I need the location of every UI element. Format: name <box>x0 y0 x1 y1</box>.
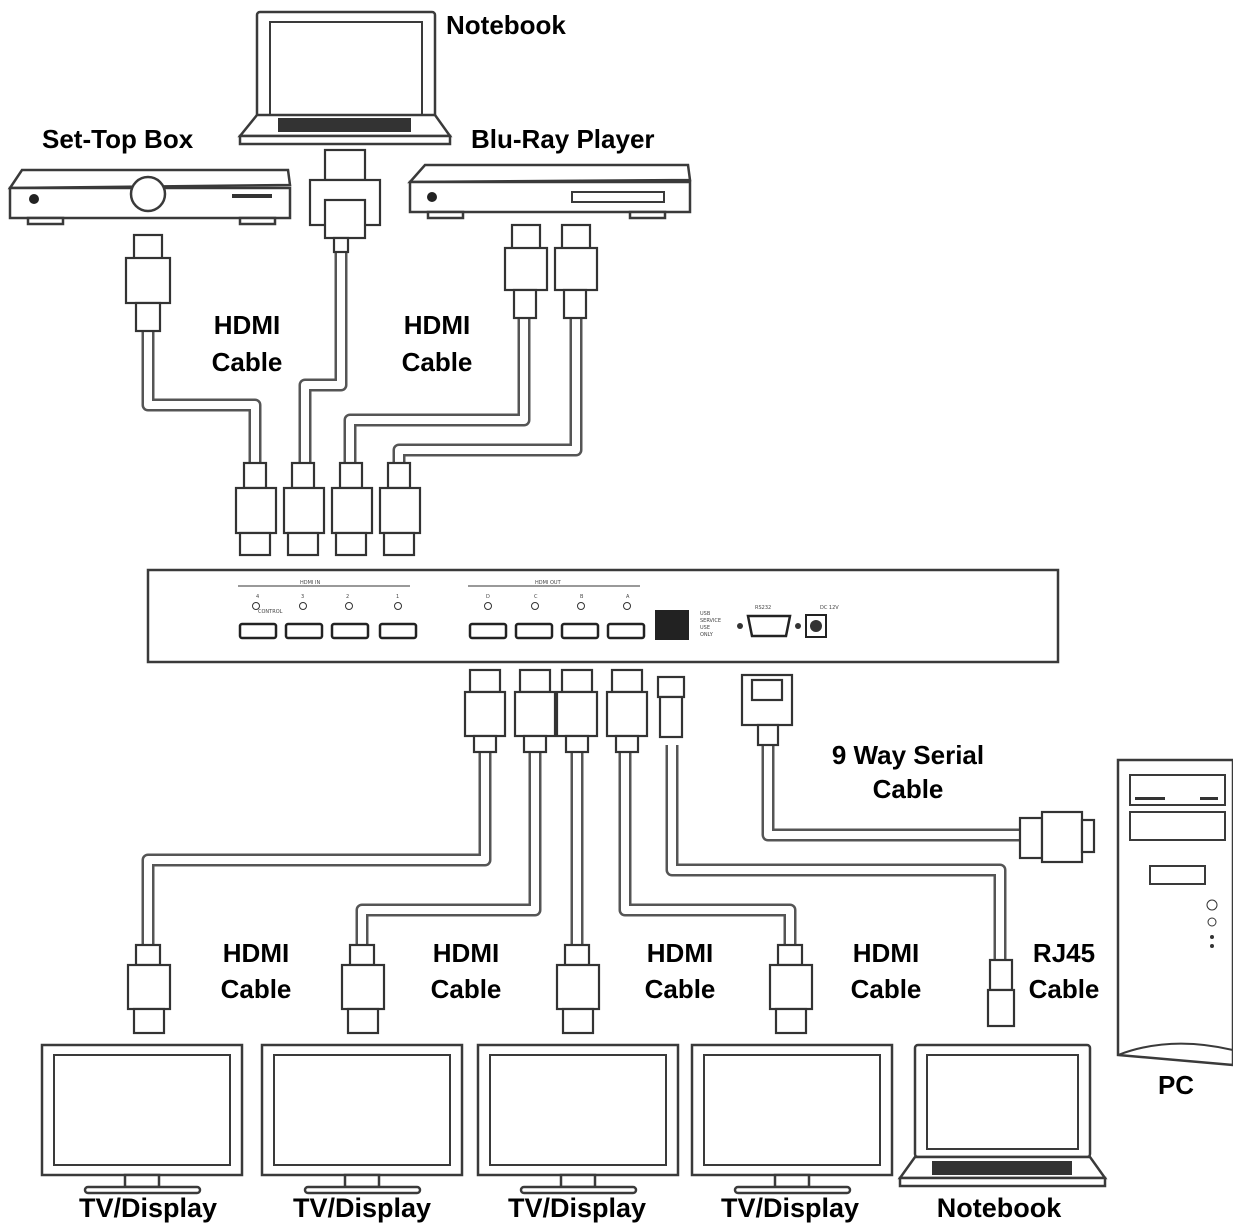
notebook-top-device <box>237 10 453 146</box>
rj45-cable-line2: Cable <box>1029 974 1100 1004</box>
blu-ray-player-label: Blu-Ray Player <box>471 124 655 154</box>
hdmi-matrix-switch: HDMI IN HDMI OUT 4 3 2 1 CONTROL D C B A… <box>146 568 1060 664</box>
usb-label-3: USE <box>700 625 710 631</box>
hdmi-cable-out-3-line2: Cable <box>645 974 716 1004</box>
rs232-label: RS232 <box>755 605 771 611</box>
hdmi-cable-out-4-line2: Cable <box>851 974 922 1004</box>
out-port-a-label: A <box>626 594 630 600</box>
notebook-bottom-device <box>897 1043 1108 1188</box>
hdmi-cable-out-2-line1: HDMI <box>433 938 499 968</box>
tv-display-3-device <box>476 1043 680 1195</box>
output-matrix-plugs <box>463 668 794 754</box>
pc-label: PC <box>1158 1070 1194 1100</box>
pc-tower-device <box>1116 758 1233 1067</box>
hdmi-in-label: HDMI IN <box>300 580 320 586</box>
control-label: CONTROL <box>258 609 283 615</box>
usb-label-4: ONLY <box>700 632 714 638</box>
in-port-2-label: 2 <box>346 594 349 600</box>
dc-label: DC 12V <box>820 605 839 611</box>
set-top-box-device <box>7 168 292 226</box>
blu-ray-player-device <box>407 163 692 220</box>
in-port-4-label: 4 <box>256 594 259 600</box>
cables <box>141 240 1022 960</box>
output-display-plugs <box>126 943 1016 1035</box>
in-port-1-label: 1 <box>396 594 399 600</box>
hdmi-cable-in-left-line2: Cable <box>212 347 283 377</box>
tv-display-2-label: TV/Display <box>293 1193 431 1223</box>
input-matrix-plugs <box>234 461 422 557</box>
set-top-box-label: Set-Top Box <box>42 124 194 154</box>
notebook-bottom-label: Notebook <box>937 1193 1062 1223</box>
hdmi-out-label: HDMI OUT <box>535 580 562 586</box>
usb-label-2: SERVICE <box>700 618 721 624</box>
tv-display-2-device <box>260 1043 464 1195</box>
hdmi-cable-out-1-line1: HDMI <box>223 938 289 968</box>
in-port-3-label: 3 <box>301 594 304 600</box>
hdmi-cable-out-4-line1: HDMI <box>853 938 919 968</box>
hdmi-cable-in-right-line1: HDMI <box>404 310 470 340</box>
tv-display-4-label: TV/Display <box>721 1193 859 1223</box>
hdmi-cable-in-left-line1: HDMI <box>214 310 280 340</box>
notebook-top-plug <box>308 148 382 254</box>
hdmi-cable-out-3-line1: HDMI <box>647 938 713 968</box>
input-source-plugs <box>124 223 599 333</box>
tv-display-4-device <box>690 1043 894 1195</box>
rj45-cable-line1: RJ45 <box>1033 938 1095 968</box>
tv-display-1-label: TV/Display <box>79 1193 217 1223</box>
tv-display-1-device <box>40 1043 244 1195</box>
hdmi-cable-out-1-line2: Cable <box>221 974 292 1004</box>
notebook-top-label: Notebook <box>446 10 566 40</box>
serial-cable-line1: 9 Way Serial <box>832 740 984 770</box>
serial-cable-line2: Cable <box>873 774 944 804</box>
usb-label-1: USB <box>700 611 711 617</box>
out-port-c-label: C <box>534 594 538 600</box>
out-port-b-label: B <box>580 594 584 600</box>
hdmi-cable-out-2-line2: Cable <box>431 974 502 1004</box>
pc-serial-plug <box>1018 810 1096 864</box>
tv-display-3-label: TV/Display <box>508 1193 646 1223</box>
hdmi-cable-in-right-line2: Cable <box>402 347 473 377</box>
out-port-d-label: D <box>486 594 490 600</box>
